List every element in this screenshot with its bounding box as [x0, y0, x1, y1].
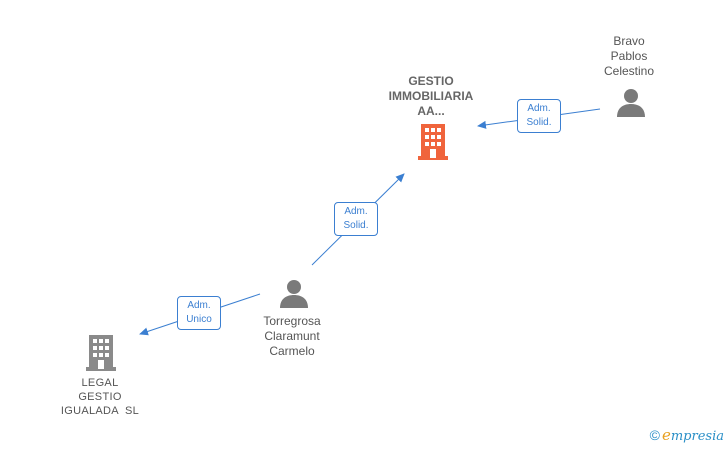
logo-text: mpresia: [670, 429, 724, 444]
person-torregrosa-person-icon[interactable]: [279, 279, 309, 309]
edge-badge-torregrosa-main[interactable]: Adm. Solid.: [334, 202, 378, 236]
empresia-logo: ©empresia: [650, 426, 724, 444]
copyright-symbol: ©: [649, 427, 660, 443]
person-bravo-person-icon[interactable]: [616, 88, 646, 118]
company-legal-building-icon[interactable]: [86, 335, 116, 371]
company-legal-name[interactable]: LEGAL GESTIO IGUALADA SL: [60, 377, 140, 417]
main-company-building-icon[interactable]: [418, 124, 448, 160]
edge-badge-torregrosa-legal[interactable]: Adm. Unico: [177, 296, 221, 330]
person-bravo-name[interactable]: Bravo Pablos Celestino: [603, 34, 655, 78]
person-torregrosa-name[interactable]: Torregrosa Claramunt Carmelo: [263, 314, 321, 358]
logo-e-letter: e: [661, 426, 671, 444]
edge-badge-bravo-main[interactable]: Adm. Solid.: [517, 99, 561, 133]
main-company-name[interactable]: GESTIO IMMOBILIARIA AA...: [388, 74, 474, 118]
